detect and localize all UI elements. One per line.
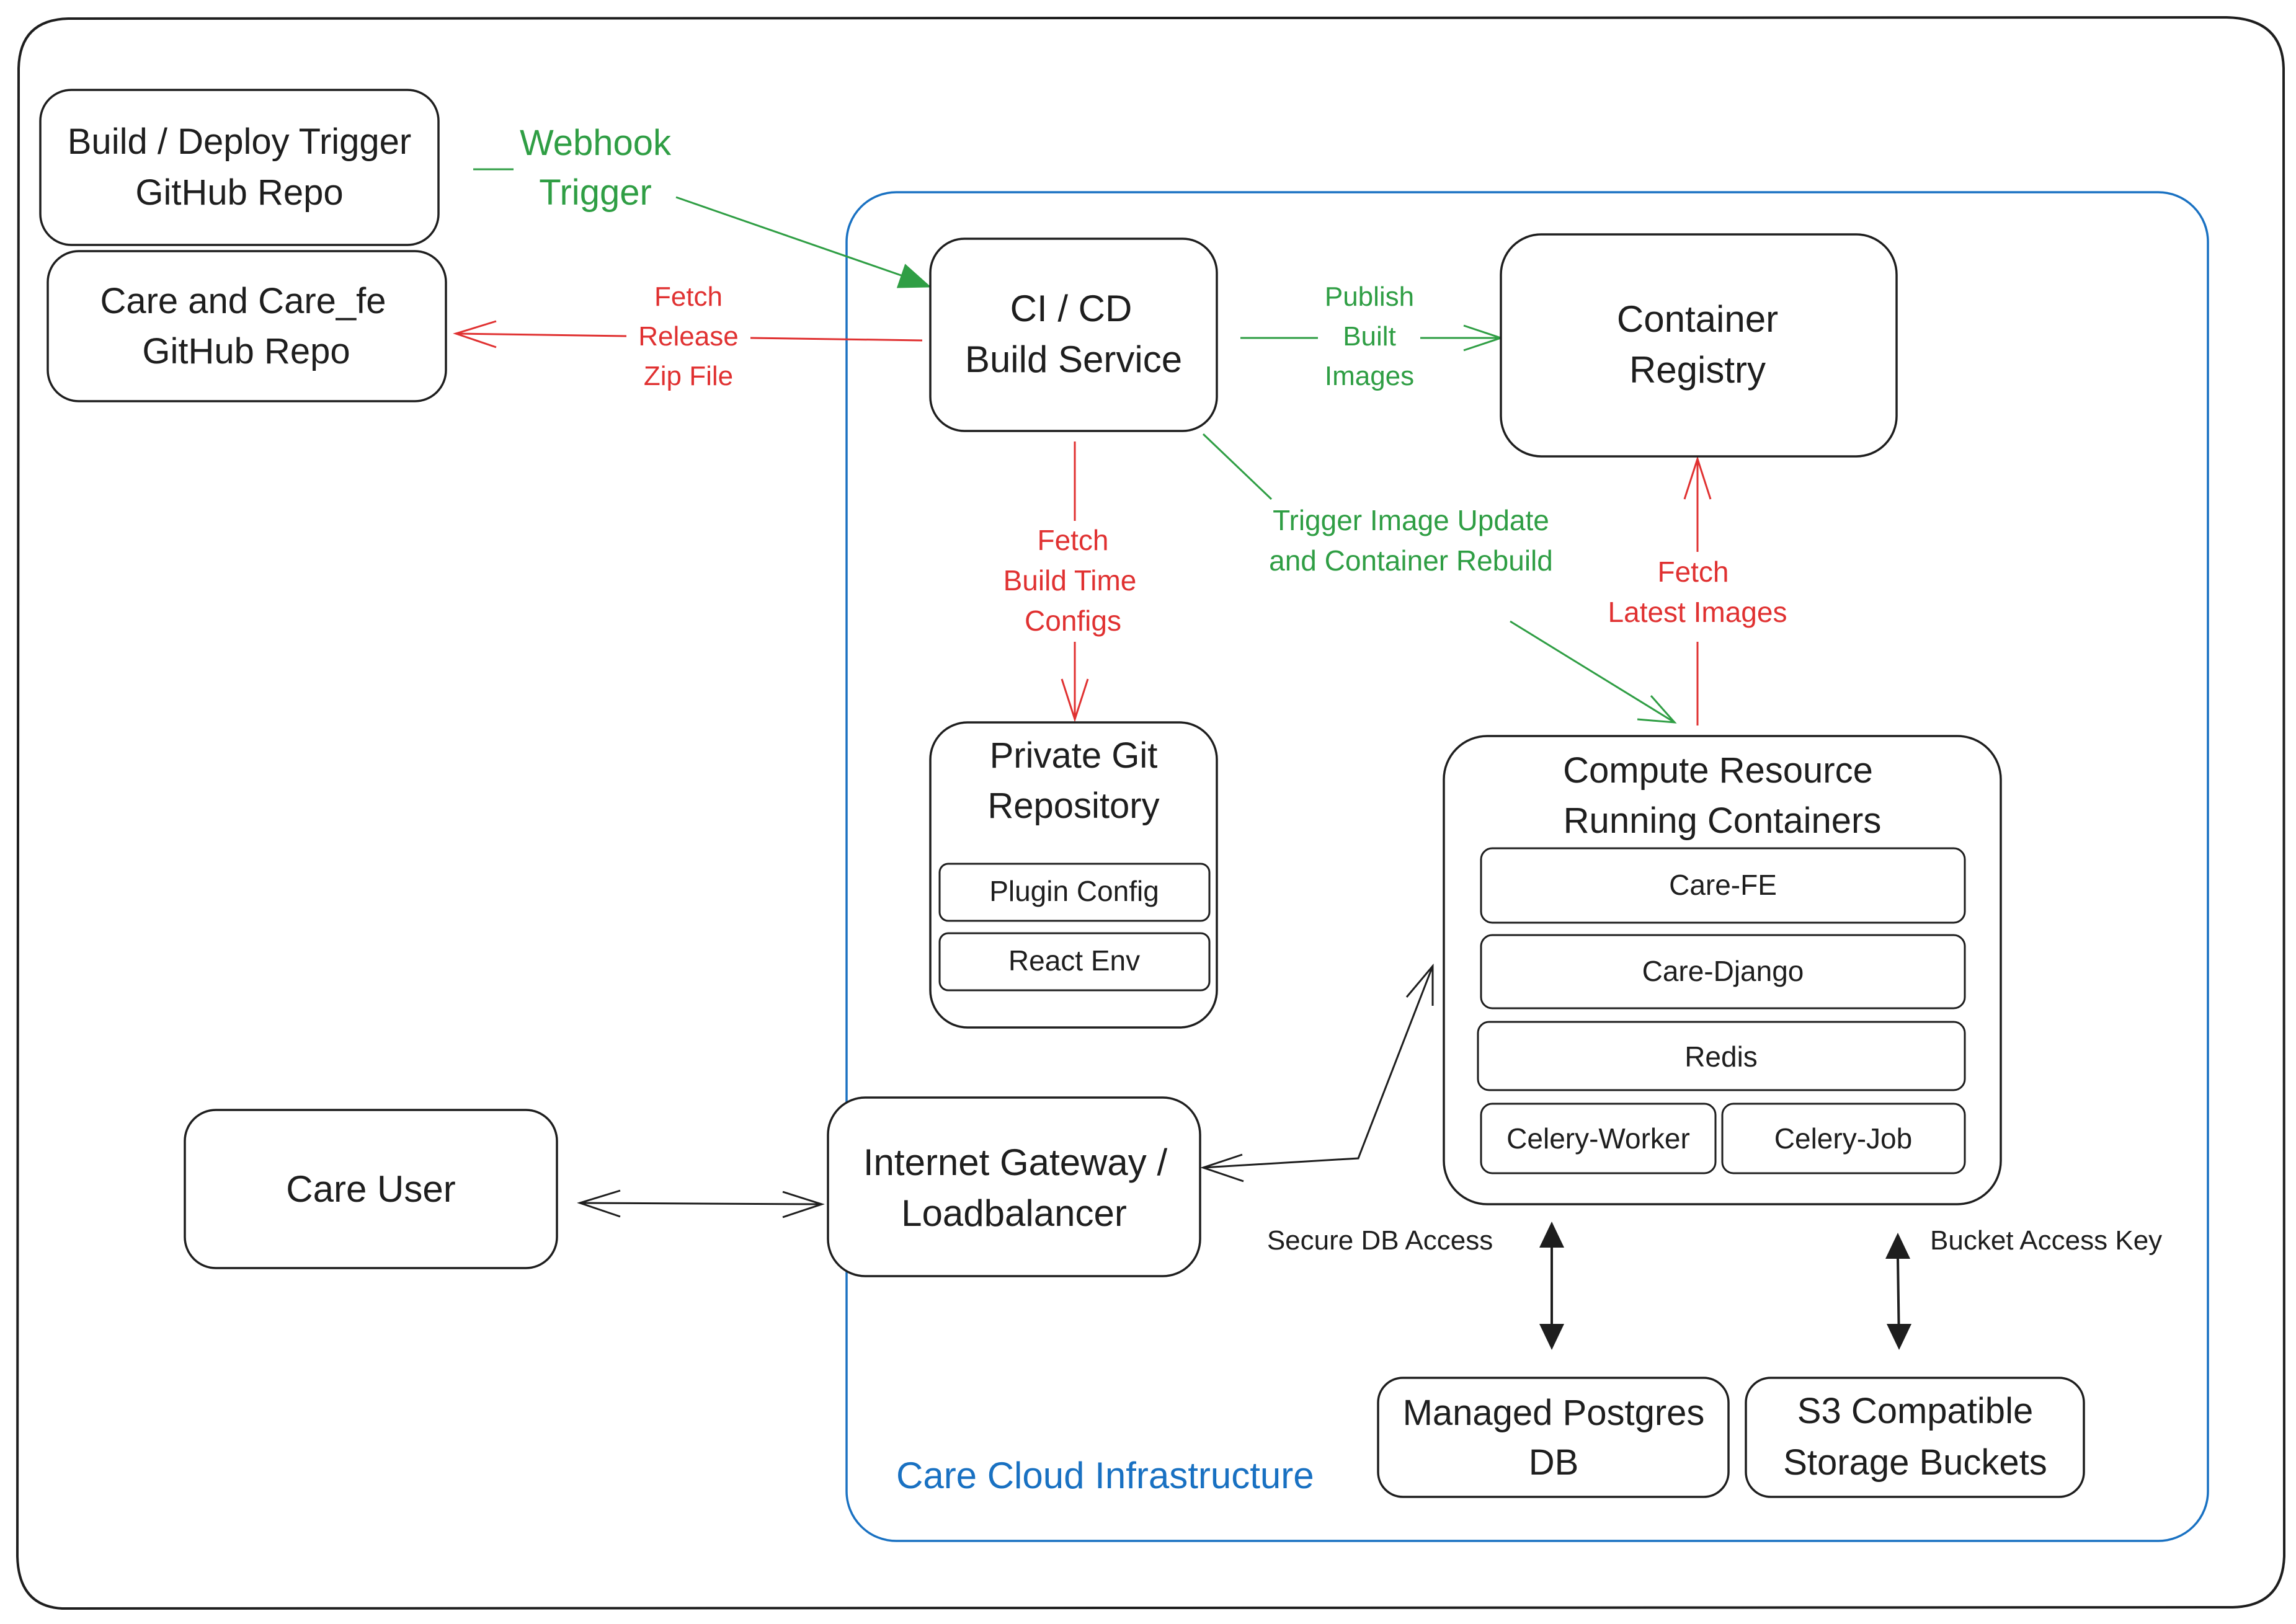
node-care-repo-line2: GitHub Repo	[142, 331, 350, 371]
node-registry-line2: Registry	[1629, 349, 1766, 391]
node-compute-line2: Running Containers	[1564, 801, 1882, 841]
edge-user-gateway	[577, 1189, 825, 1218]
node-trigger-repo-line1: Build / Deploy Trigger	[68, 122, 411, 162]
node-care-repo: Care and Care_fe GitHub Repo	[47, 250, 447, 402]
container-care-fe	[1480, 847, 1966, 924]
edge-label-webhook-line2: Trigger	[539, 172, 652, 213]
node-compute: Compute Resource Running Containers Care…	[1443, 735, 2002, 1205]
open-arrowhead-icon	[1637, 695, 1677, 724]
filled-arrowhead-icon	[1539, 1324, 1564, 1350]
node-postgres-line2: DB	[1529, 1442, 1579, 1483]
node-trigger-repo: Build / Deploy Trigger GitHub Repo	[39, 89, 440, 246]
node-gateway: Internet Gateway / Loadbalancer	[827, 1096, 1201, 1277]
edge-label-fetch-release-line2: Release	[638, 321, 738, 352]
node-cicd-line1: CI / CD	[1010, 288, 1132, 329]
edge-label-fetch-configs-line2: Build Time	[1003, 564, 1137, 597]
node-compute-line1: Compute Resource	[1563, 750, 1873, 791]
edge-label-publish-line2: Built	[1343, 321, 1396, 352]
cloud-infrastructure-region	[845, 191, 2209, 1542]
edge-label-bg	[626, 319, 750, 348]
edge-label-bucket-key: Bucket Access Key	[1930, 1225, 2162, 1256]
edge-label-fetch-configs-line3: Configs	[1025, 605, 1121, 637]
edge-label-secure-db: Secure DB Access	[1267, 1225, 1493, 1256]
container-care-django-label: Care-Django	[1642, 955, 1804, 987]
open-arrowhead-icon	[1061, 678, 1089, 722]
node-private-git-line1: Private Git	[990, 735, 1158, 776]
node-container-registry: Container Registry	[1500, 233, 1898, 458]
container-celery-job	[1721, 1103, 1966, 1174]
edge-label-webhook-line1: Webhook	[520, 123, 672, 163]
node-care-user: Care User	[184, 1109, 558, 1269]
node-postgres-line1: Managed Postgres	[1403, 1393, 1705, 1433]
node-cicd: CI / CD Build Service	[929, 237, 1218, 432]
container-celery-worker	[1480, 1103, 1717, 1174]
edge-fetch-latest	[1683, 456, 1712, 725]
edge-gateway-compute	[1200, 963, 1434, 1183]
filled-arrowhead-icon	[896, 264, 932, 288]
private-git-item-plugin-config	[938, 863, 1211, 922]
edge-label-fetch-release-line1: Fetch	[654, 282, 723, 312]
edge-label-publish-line3: Images	[1325, 361, 1414, 391]
edge-trigger-update	[1202, 433, 1677, 724]
container-redis-label: Redis	[1684, 1041, 1758, 1073]
node-gateway-line1: Internet Gateway /	[863, 1142, 1168, 1183]
edge-label-fetch-configs-line1: Fetch	[1037, 524, 1108, 556]
container-celery-job-label: Celery-Job	[1774, 1122, 1912, 1155]
open-arrowhead-icon	[1683, 456, 1712, 500]
cloud-infrastructure-label: Care Cloud Infrastructure	[896, 1455, 1314, 1496]
private-git-item-react-env	[938, 932, 1211, 992]
private-git-item-plugin-config-label: Plugin Config	[989, 875, 1159, 907]
edge-secure-db	[1539, 1222, 1564, 1350]
node-private-git-line2: Repository	[987, 786, 1159, 826]
open-arrowhead-icon	[1405, 963, 1434, 1006]
container-celery-worker-label: Celery-Worker	[1506, 1122, 1690, 1155]
outer-frame	[16, 16, 2286, 1610]
node-registry-line1: Container	[1617, 298, 1778, 340]
node-postgres: Managed Postgres DB	[1377, 1377, 1730, 1498]
edge-webhook-trigger	[473, 168, 932, 288]
filled-arrowhead-icon	[1885, 1233, 1910, 1259]
node-private-git: Private Git Repository Plugin Config Rea…	[929, 721, 1218, 1029]
node-s3-line2: Storage Buckets	[1783, 1442, 2047, 1483]
filled-arrowhead-icon	[1887, 1324, 1911, 1350]
edge-label-trigger-update-line2: and Container Rebuild	[1269, 544, 1553, 577]
container-care-fe-label: Care-FE	[1669, 869, 1777, 901]
node-cicd-line2: Build Service	[965, 339, 1182, 380]
edge-label-fetch-latest-line1: Fetch	[1657, 556, 1729, 588]
node-s3: S3 Compatible Storage Buckets	[1745, 1377, 2085, 1498]
open-arrowhead-icon	[782, 1191, 825, 1218]
edge-fetch-configs	[1061, 441, 1089, 722]
edge-bucket-key	[1885, 1233, 1911, 1350]
filled-arrowhead-icon	[1539, 1222, 1564, 1248]
node-trigger-repo-line2: GitHub Repo	[135, 172, 343, 213]
node-care-repo-line1: Care and Care_fe	[100, 281, 386, 321]
node-s3-line1: S3 Compatible	[1797, 1391, 2033, 1431]
container-care-django	[1480, 934, 1966, 1009]
open-arrowhead-icon	[577, 1189, 621, 1218]
edge-label-fetch-latest-line2: Latest Images	[1608, 596, 1787, 628]
edge-label-publish-line1: Publish	[1325, 282, 1414, 312]
edge-label-trigger-update-line1: Trigger Image Update	[1273, 504, 1549, 536]
container-redis	[1477, 1021, 1966, 1091]
open-arrowhead-icon	[1200, 1153, 1244, 1183]
node-gateway-line2: Loadbalancer	[901, 1192, 1127, 1234]
node-care-user-label: Care User	[286, 1168, 455, 1210]
edge-label-fetch-release-line3: Zip File	[644, 361, 733, 391]
open-arrowhead-icon	[453, 320, 497, 348]
private-git-item-react-env-label: React Env	[1008, 944, 1140, 977]
